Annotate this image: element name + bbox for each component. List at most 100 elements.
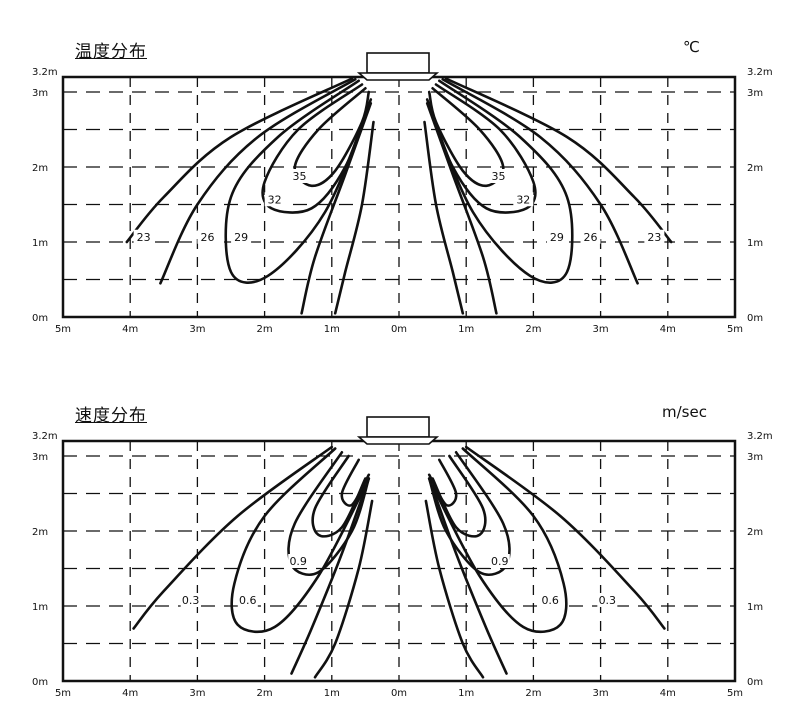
y-tick-label-right: 3m xyxy=(747,88,763,99)
ceiling-unit-icon xyxy=(356,416,440,445)
contour-label: 0.3 xyxy=(182,594,200,607)
y-tick-label-right: 0m xyxy=(747,313,763,324)
contour-line xyxy=(125,77,354,244)
x-tick-label: 3m xyxy=(593,688,609,699)
contour-line xyxy=(313,499,374,679)
contour-line xyxy=(427,458,458,507)
contour-label-bg xyxy=(540,593,561,607)
contour-label-bg xyxy=(513,192,534,207)
contour-line xyxy=(159,78,357,285)
x-tick-label: 5m xyxy=(55,324,71,335)
x-tick-label: 2m xyxy=(257,688,273,699)
contour-line xyxy=(444,77,673,244)
contour-line xyxy=(464,445,666,630)
contour-line xyxy=(425,102,498,315)
contour-label-bg xyxy=(197,229,218,244)
contour-line xyxy=(424,499,485,679)
x-tick-label: 1m xyxy=(324,688,340,699)
contour-label-bg xyxy=(237,593,258,607)
x-tick-label: 5m xyxy=(55,688,71,699)
contour-label: 0.9 xyxy=(491,555,509,568)
x-tick-label: 4m xyxy=(122,688,138,699)
contour-line xyxy=(427,451,511,576)
y-tick-label-left: 0m xyxy=(32,677,48,688)
contour-label-bg xyxy=(546,229,567,244)
contour-label: 29 xyxy=(234,231,248,244)
contour-label: 32 xyxy=(268,193,282,206)
contour-label: 32 xyxy=(516,193,530,206)
chart-title: 温度分布 xyxy=(75,42,147,62)
y-tick-label-left: 3m xyxy=(32,88,48,99)
contour-label: 23 xyxy=(137,231,151,244)
x-tick-label: 4m xyxy=(660,688,676,699)
unit-label: ℃ xyxy=(683,38,700,56)
contour-label: 23 xyxy=(647,231,661,244)
contour-line xyxy=(431,447,568,634)
x-tick-label: 4m xyxy=(122,324,138,335)
contour-label-bg xyxy=(644,229,665,244)
y-tick-label-right: 3.2m xyxy=(747,431,773,442)
x-tick-label: 3m xyxy=(189,324,205,335)
y-tick-label-right: 1m xyxy=(747,602,763,613)
y-tick-label-left: 2m xyxy=(32,527,48,538)
y-tick-label-right: 2m xyxy=(747,527,763,538)
x-tick-label: 2m xyxy=(257,324,273,335)
contour-line xyxy=(427,477,508,675)
x-tick-label: 1m xyxy=(458,324,474,335)
y-tick-label-right: 3.2m xyxy=(747,67,773,78)
contour-label-bg xyxy=(231,229,252,244)
contour-label-bg xyxy=(597,593,618,607)
contour-line xyxy=(290,477,371,675)
y-tick-label-right: 3m xyxy=(747,452,763,463)
x-tick-label: 2m xyxy=(525,324,541,335)
y-tick-label-right: 0m xyxy=(747,677,763,688)
contour-line xyxy=(132,445,334,630)
grid xyxy=(63,441,735,681)
y-tick-label-left: 1m xyxy=(32,602,48,613)
contour-line xyxy=(230,447,367,634)
y-tick-label-left: 1m xyxy=(32,238,48,249)
y-tick-label-left: 0m xyxy=(32,313,48,324)
contour-label: 0.9 xyxy=(289,555,307,568)
y-tick-label-left: 3m xyxy=(32,452,48,463)
contour-line xyxy=(224,79,371,284)
contour-label: 26 xyxy=(200,231,214,244)
contour-label-bg xyxy=(288,554,309,568)
x-tick-label: 1m xyxy=(458,688,474,699)
contour-label: 35 xyxy=(293,170,307,183)
temperature-plot: 5m 4m 3m 2m 1m 0m 1m 2m 3m 4m 5m 0m 1m 2m 3m 3.2m 0m 1m 2m… xyxy=(32,52,773,335)
y-tick-label-left: 2m xyxy=(32,163,48,174)
contour-line xyxy=(333,120,375,315)
unit-label: m/sec xyxy=(662,403,707,421)
contour-line xyxy=(311,454,367,538)
contour-label-bg xyxy=(264,192,285,207)
contour-label: 0.3 xyxy=(599,594,617,607)
contour-label: 29 xyxy=(550,231,564,244)
contour-line xyxy=(340,458,371,507)
contour-line xyxy=(431,454,487,538)
x-tick-label: 4m xyxy=(660,324,676,335)
contour-label-bg xyxy=(133,229,154,244)
contour-line xyxy=(287,451,371,576)
chart-title: 速度分布 xyxy=(75,406,147,426)
contour-label-bg xyxy=(488,169,509,183)
x-tick-label: 5m xyxy=(727,324,743,335)
x-tick-label: 5m xyxy=(727,688,743,699)
contour-label-bg xyxy=(289,169,310,183)
y-tick-label-right: 2m xyxy=(747,163,763,174)
contour-line xyxy=(441,78,639,285)
x-tick-label: 0m xyxy=(391,324,407,335)
contour-label-bg xyxy=(580,229,601,244)
x-tick-label: 3m xyxy=(593,324,609,335)
x-tick-label: 3m xyxy=(189,688,205,699)
contour-label-bg xyxy=(180,593,201,607)
y-tick-label-right: 1m xyxy=(747,238,763,249)
x-tick-label: 1m xyxy=(324,324,340,335)
x-tick-label: 0m xyxy=(391,688,407,699)
contour-line xyxy=(427,79,574,284)
contour-label-bg xyxy=(489,554,510,568)
y-tick-label-left: 3.2m xyxy=(32,67,58,78)
contour-line xyxy=(423,120,465,315)
contour-label: 0.6 xyxy=(239,594,257,607)
